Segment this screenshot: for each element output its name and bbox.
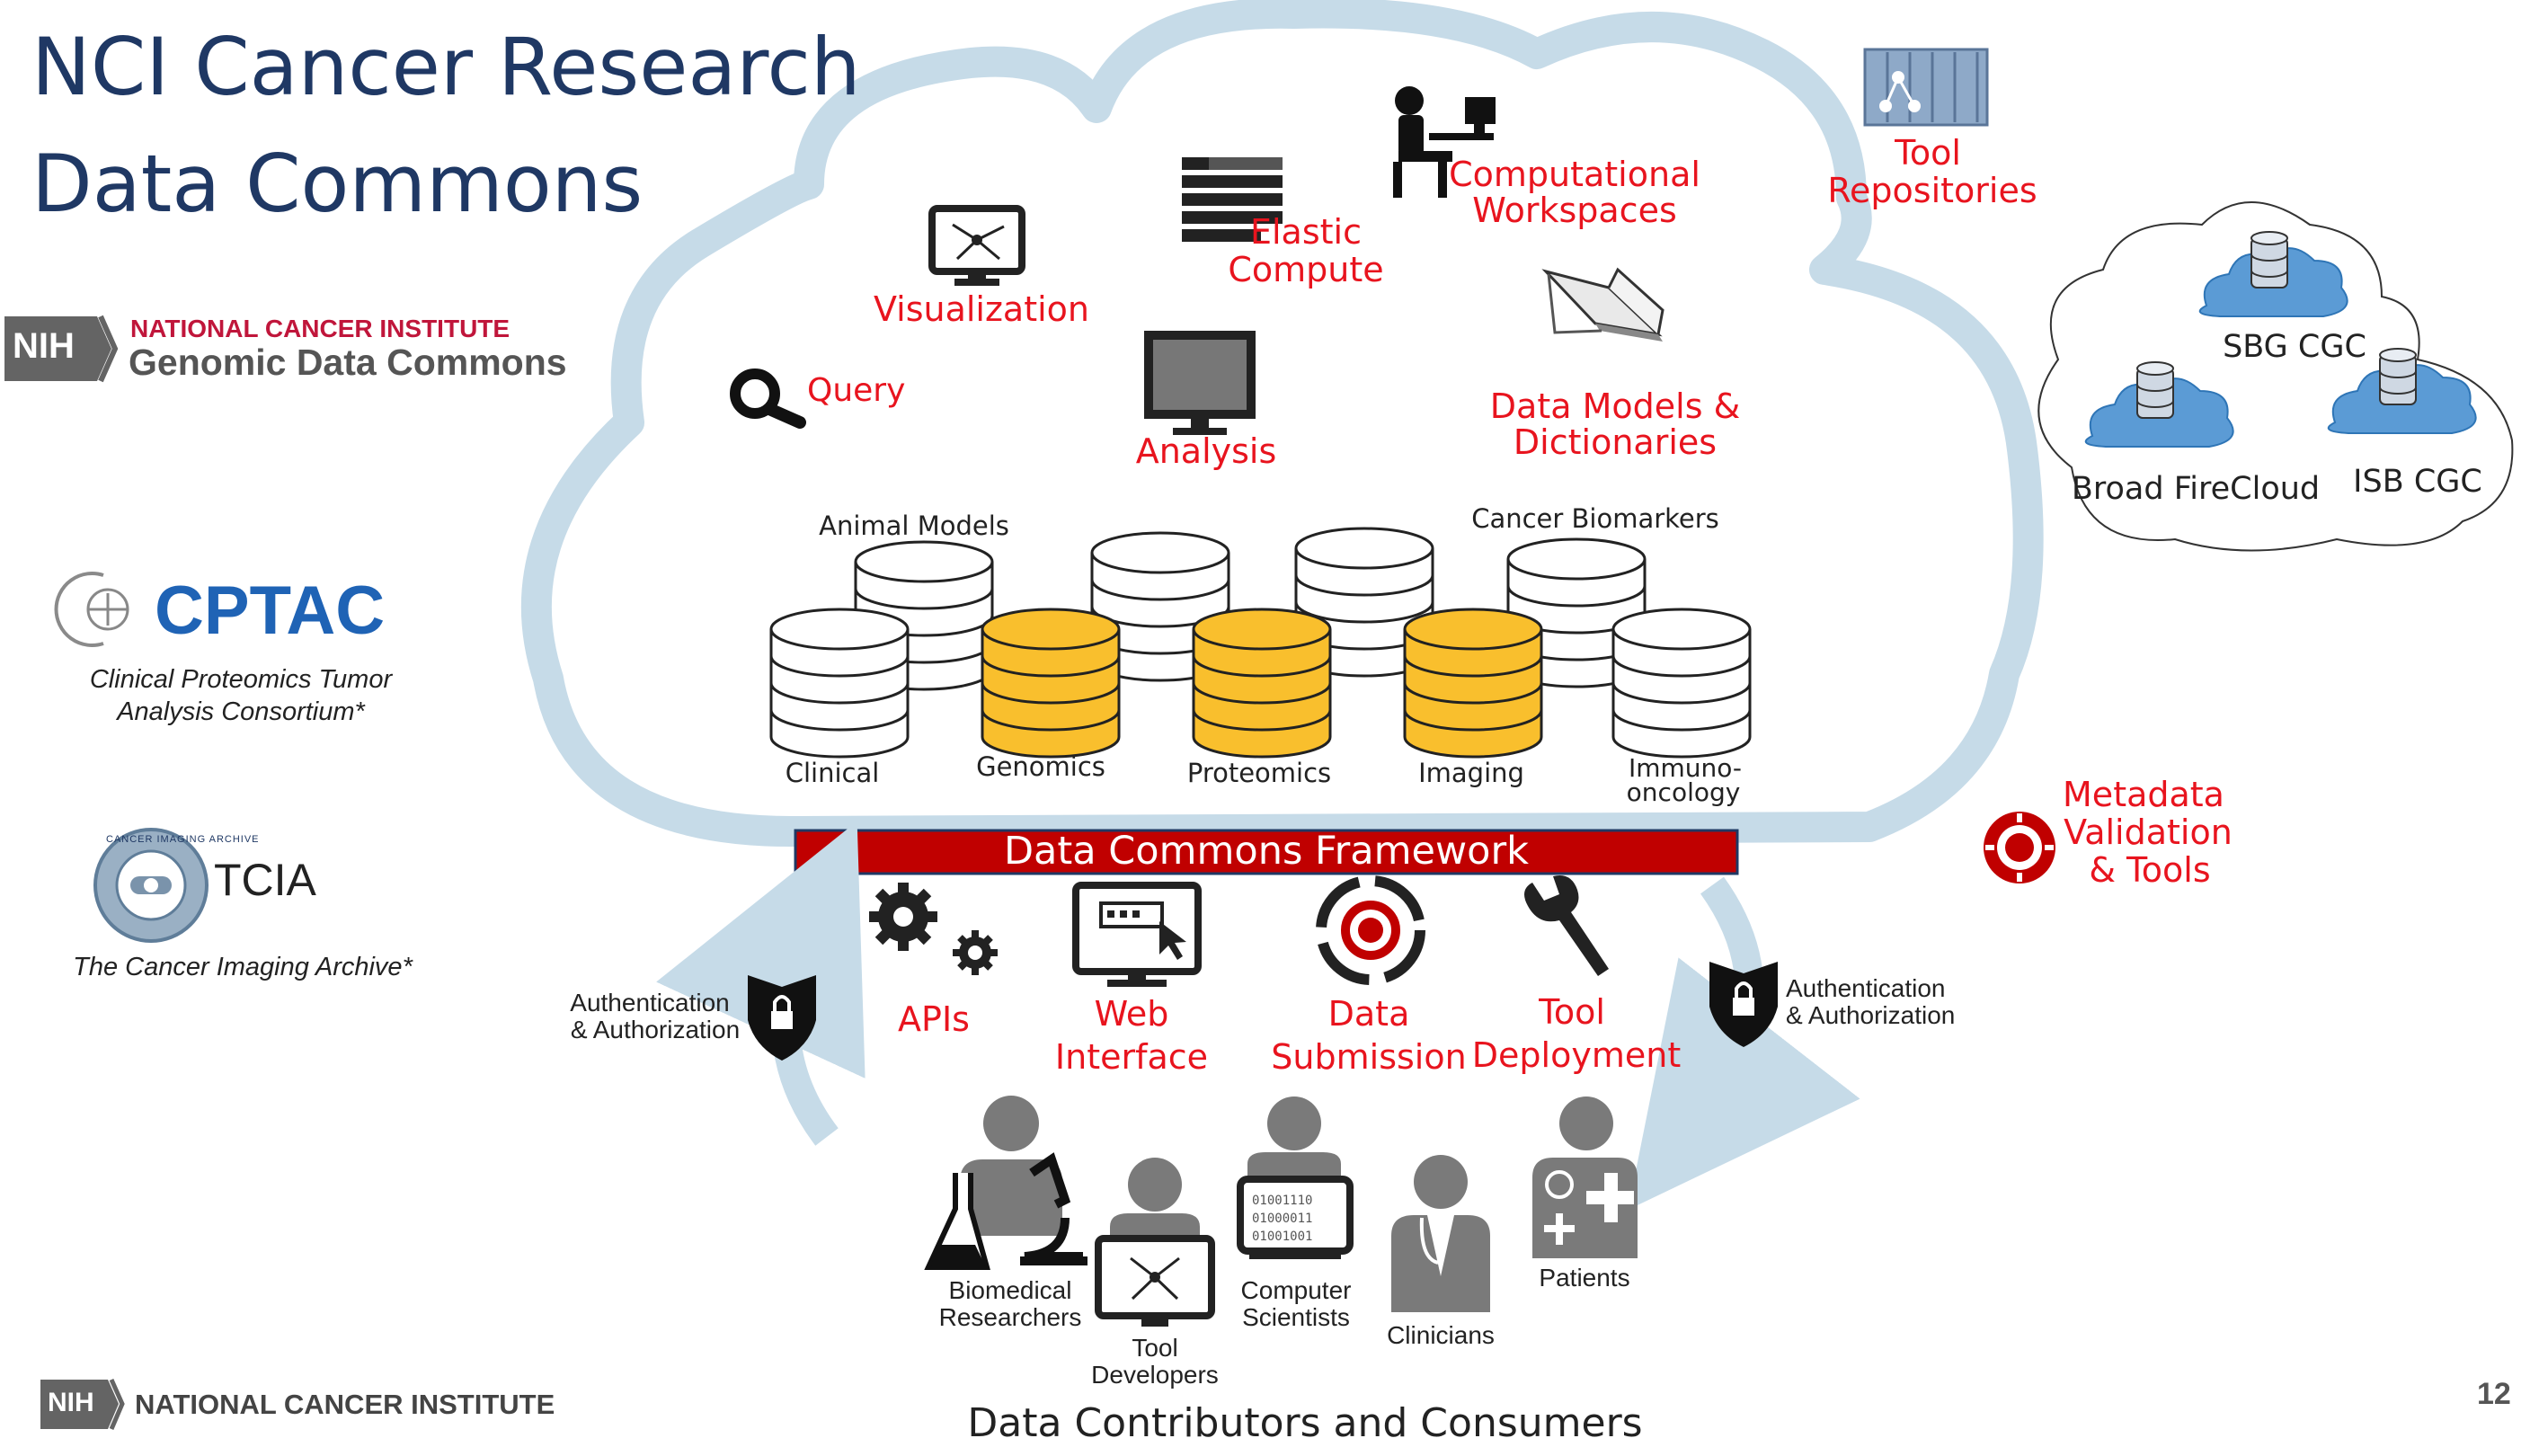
label-data-models-1: Data Models &	[1489, 386, 1741, 426]
label-cancer-biomarkers: Cancer Biomarkers	[1471, 503, 1719, 534]
web-interface-icon	[1072, 882, 1202, 987]
computer-scientist-icon	[1237, 1096, 1354, 1259]
label-metadata-2: Validation	[2064, 812, 2233, 852]
db-immuno-oncology	[1611, 608, 1752, 759]
label-data-models-2: Dictionaries	[1513, 422, 1718, 462]
workstation-icon	[1393, 86, 1496, 198]
label-deployment-1: Tool	[1539, 992, 1605, 1032]
cptac-caption-line1: Clinical Proteomics Tumor	[89, 665, 393, 694]
label-web-1: Web	[1094, 994, 1169, 1034]
wrench-icon	[1524, 875, 1609, 976]
label-visualization: Visualization	[873, 289, 1090, 329]
label-auth-right-2: & Authorization	[1786, 1001, 1956, 1029]
cloud-outline	[520, 0, 2044, 847]
db-proteomics	[1192, 608, 1332, 759]
biomedical-researcher-icon	[924, 1096, 1087, 1270]
label-proteomics: Proteomics	[1186, 758, 1332, 788]
label-sbg-cgc: SBG CGC	[2223, 329, 2366, 365]
gears-icon	[869, 883, 998, 975]
book-icon	[1541, 267, 1664, 342]
label-auth-left-1: Authentication	[570, 989, 730, 1017]
label-submission-1: Data	[1327, 994, 1410, 1034]
label-animal-models: Animal Models	[819, 510, 1009, 541]
label-web-2: Interface	[1054, 1037, 1209, 1077]
framework-label: Data Commons Framework	[1003, 829, 1530, 874]
label-broad-firecloud: Broad FireCloud	[2071, 471, 2321, 507]
cgc-cloud-outline	[2037, 201, 2514, 552]
db-clinical	[769, 608, 910, 759]
label-immuno-2: oncology	[1626, 777, 1741, 807]
tcia-badge-text: CANCER IMAGING ARCHIVE	[106, 834, 260, 845]
slide-title-line1: NCI Cancer Research	[31, 21, 861, 113]
label-tool-dev-2: Developers	[1091, 1361, 1219, 1389]
label-tool-repos-1: Tool	[1895, 133, 1961, 173]
slide-title-line2: Data Commons	[31, 138, 644, 230]
tcia-caption: The Cancer Imaging Archive*	[73, 953, 413, 981]
binary-line-1: 01001110	[1252, 1194, 1313, 1208]
footer-nci-text: NATIONAL CANCER INSTITUTE	[135, 1389, 555, 1420]
db-genomics	[981, 608, 1121, 759]
submission-cycle-icon	[1316, 875, 1425, 985]
label-query: Query	[807, 372, 906, 409]
label-genomics: Genomics	[976, 751, 1105, 782]
label-immuno-1: Immuno-	[1628, 753, 1743, 783]
label-tool-dev-1: Tool	[1132, 1334, 1178, 1362]
framework-bar	[794, 829, 1739, 875]
page-number: 12	[2477, 1377, 2511, 1411]
db-imaging	[1403, 608, 1543, 759]
binary-line-2: 01000011	[1252, 1212, 1313, 1226]
patient-icon	[1532, 1096, 1638, 1258]
label-tool-repos-2: Repositories	[1827, 171, 2037, 210]
cptac-logo-text: CPTAC	[155, 573, 386, 649]
label-biomedical-1: Biomedical	[948, 1276, 1072, 1304]
label-metadata-1: Metadata	[2063, 775, 2224, 814]
label-patients: Patients	[1539, 1264, 1630, 1292]
tcia-logo-text: TCIA	[214, 855, 316, 905]
label-workspaces-1: Computational	[1449, 155, 1700, 194]
label-elastic-compute-1: Elastic	[1249, 212, 1363, 252]
cptac-caption-line2: Analysis Consortium*	[117, 697, 365, 726]
gdc-logo-line2: Genomic Data Commons	[129, 342, 567, 383]
gdc-nih-text: NIH	[13, 326, 75, 366]
nih-badge-footer	[40, 1378, 125, 1430]
binary-line-3: 01001001	[1252, 1230, 1313, 1244]
label-biomedical-2: Researchers	[938, 1303, 1082, 1331]
label-apis: APIs	[898, 999, 970, 1039]
metadata-gear-icon	[1984, 812, 2055, 883]
lock-shield-icon-left	[748, 975, 816, 1061]
label-computer-1: Computer	[1240, 1276, 1352, 1304]
label-auth-right-1: Authentication	[1786, 974, 1946, 1002]
label-submission-2: Submission	[1271, 1037, 1467, 1077]
label-clinical: Clinical	[785, 758, 880, 788]
footer-nih-text: NIH	[48, 1388, 94, 1417]
visualization-monitor-icon	[928, 205, 1025, 286]
label-deployment-2: Deployment	[1471, 1035, 1682, 1075]
gdc-logo-line1: NATIONAL CANCER INSTITUTE	[130, 315, 510, 342]
analysis-monitor-icon	[1144, 331, 1256, 435]
label-metadata-3: & Tools	[2089, 850, 2211, 890]
label-imaging: Imaging	[1418, 758, 1524, 788]
label-clinicians: Clinicians	[1387, 1321, 1495, 1349]
label-elastic-compute-2: Compute	[1228, 250, 1384, 289]
tool-developer-icon	[1095, 1158, 1215, 1327]
nih-badge-gdc	[4, 315, 119, 383]
label-isb-cgc: ISB CGC	[2353, 464, 2482, 500]
label-analysis: Analysis	[1135, 431, 1277, 471]
users-caption: Data Contributors and Consumers	[967, 1400, 1643, 1446]
lock-shield-icon-right	[1709, 962, 1778, 1047]
label-workspaces-2: Workspaces	[1472, 191, 1677, 230]
label-computer-2: Scientists	[1242, 1303, 1350, 1331]
label-auth-left-2: & Authorization	[570, 1016, 741, 1043]
search-icon	[730, 368, 806, 429]
clinician-icon	[1391, 1155, 1490, 1312]
container-icon	[1863, 48, 1989, 127]
tcia-logo-mark	[93, 828, 209, 943]
server-stack-icon	[1182, 157, 1283, 242]
cptac-logo-mark	[54, 572, 129, 647]
